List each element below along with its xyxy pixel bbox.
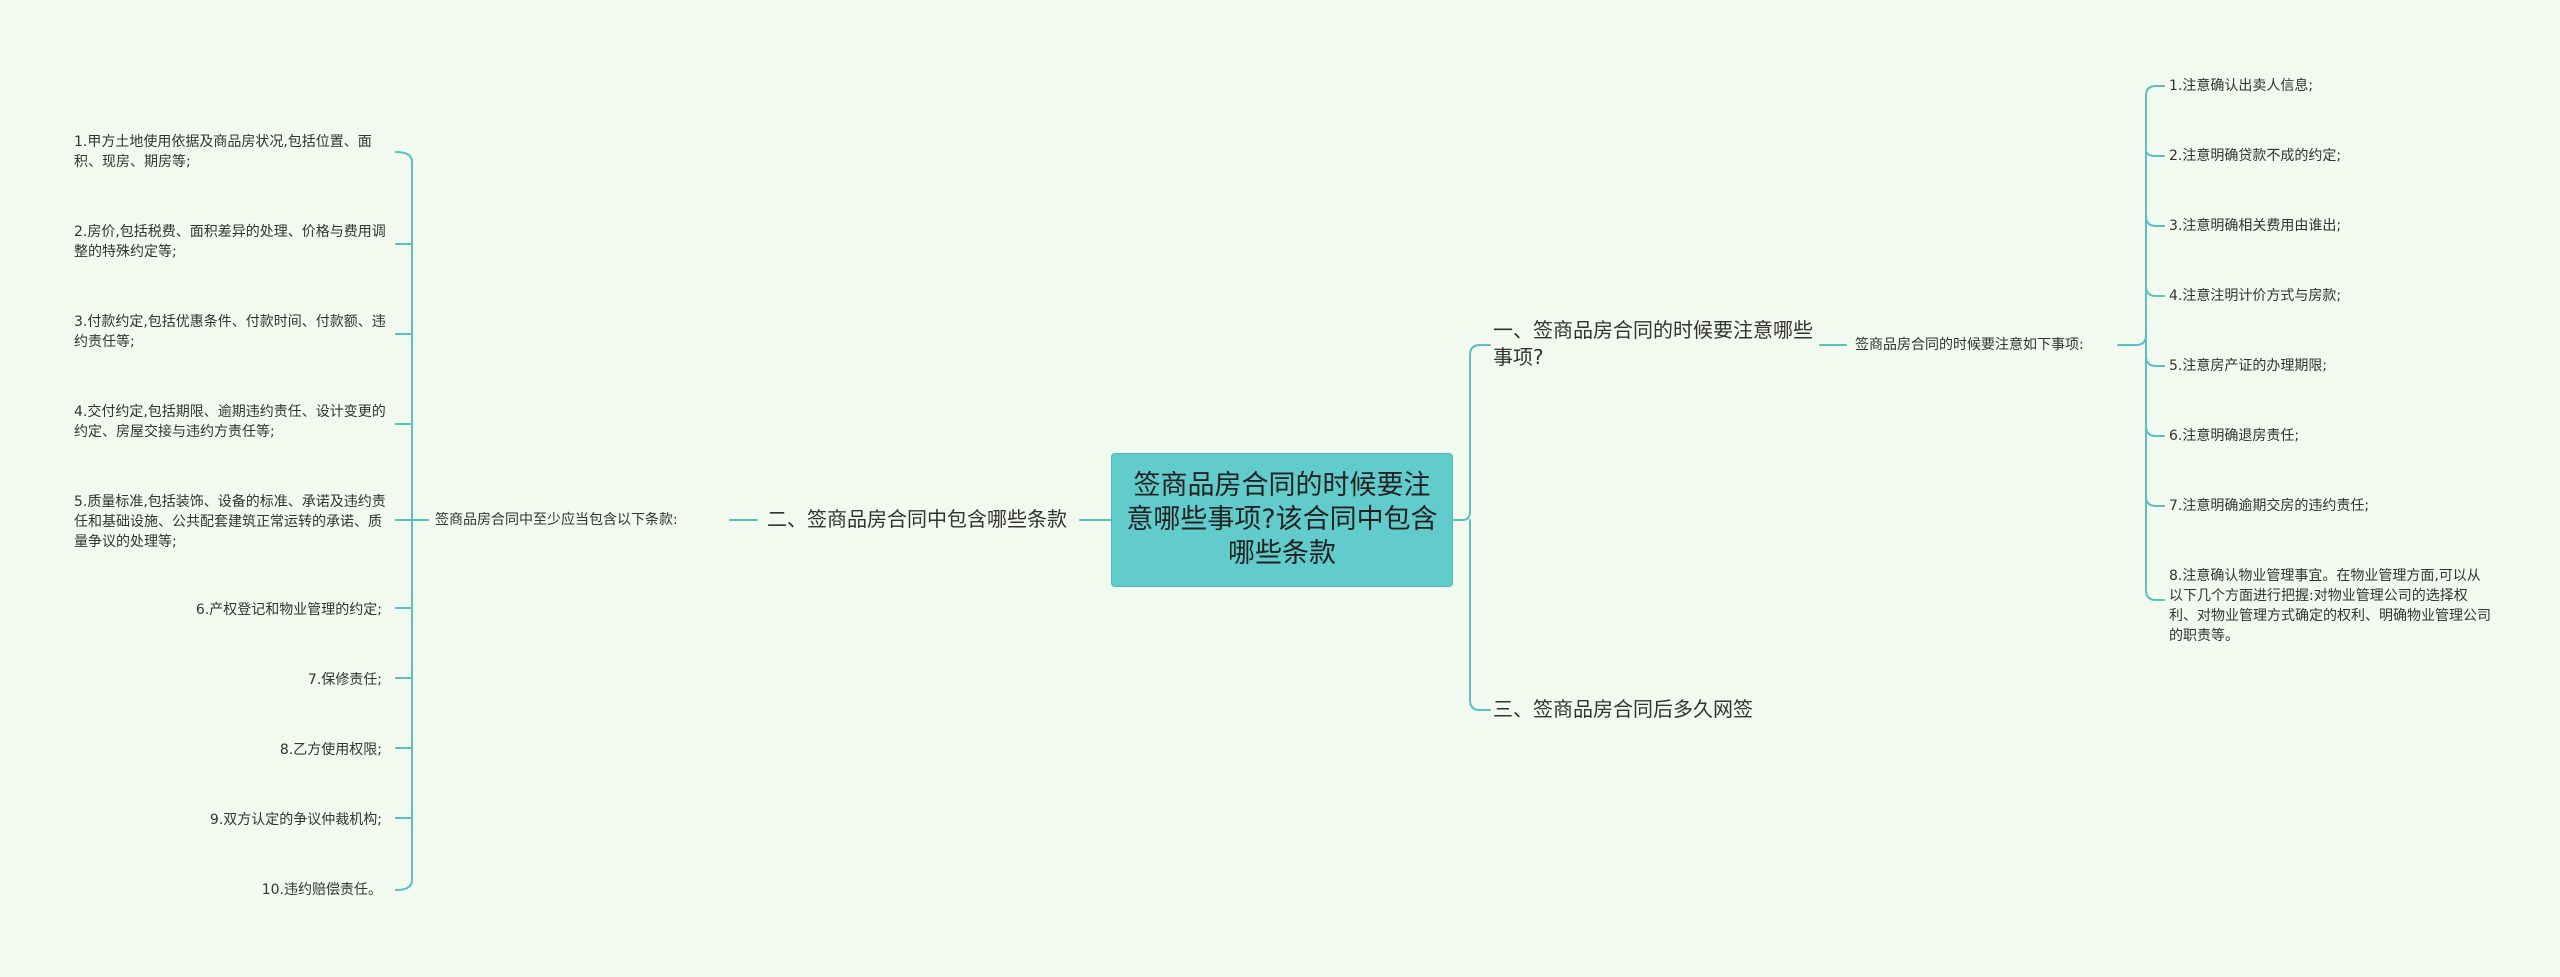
branch-3-topic[interactable]: 三、签商品房合同后多久网签 bbox=[1493, 696, 1753, 723]
right-leaf-1-label: 1.注意确认出卖人信息; bbox=[2169, 78, 2314, 94]
left-leaf-5-label: 5.质量标准,包括装饰、设备的标准、承诺及违约责任和基础设施、公共配套建筑正常运… bbox=[74, 494, 386, 550]
left-leaf-4[interactable]: 4.交付约定,包括期限、逾期违约责任、设计变更的约定、房屋交接与违约方责任等; bbox=[74, 402, 392, 442]
branch-1-label: 一、签商品房合同的时候要注意哪些事项? bbox=[1493, 318, 1813, 369]
right-leaf-8[interactable]: 8.注意确认物业管理事宜。在物业管理方面,可以从以下几个方面进行把握:对物业管理… bbox=[2169, 566, 2491, 646]
root-topic[interactable]: 签商品房合同的时候要注意哪些事项?该合同中包含哪些条款 bbox=[1111, 453, 1453, 587]
right-leaf-3[interactable]: 3.注意明确相关费用由谁出; bbox=[2169, 216, 2479, 236]
right-leaf-4[interactable]: 4.注意注明计价方式与房款; bbox=[2169, 286, 2479, 306]
branch-2-subtopic[interactable]: 签商品房合同中至少应当包含以下条款: bbox=[435, 510, 678, 530]
root-topic-label: 签商品房合同的时候要注意哪些事项?该合同中包含哪些条款 bbox=[1126, 470, 1438, 569]
left-leaf-6[interactable]: 6.产权登记和物业管理的约定; bbox=[74, 600, 382, 620]
right-leaf-6[interactable]: 6.注意明确退房责任; bbox=[2169, 426, 2479, 446]
left-leaf-1-label: 1.甲方土地使用依据及商品房状况,包括位置、面积、现房、期房等; bbox=[74, 134, 372, 170]
right-leaf-2-label: 2.注意明确贷款不成的约定; bbox=[2169, 148, 2342, 164]
branch-1-subtopic[interactable]: 签商品房合同的时候要注意如下事项: bbox=[1855, 335, 2084, 355]
branch-3-label: 三、签商品房合同后多久网签 bbox=[1493, 697, 1753, 721]
connector-sub1-bracket bbox=[2117, 85, 2165, 346]
branch-2-topic[interactable]: 二、签商品房合同中包含哪些条款 bbox=[767, 506, 1067, 533]
branch-2-sub-label: 签商品房合同中至少应当包含以下条款: bbox=[435, 512, 678, 528]
left-leaf-9[interactable]: 9.双方认定的争议仲裁机构; bbox=[74, 810, 382, 830]
right-leaf-1[interactable]: 1.注意确认出卖人信息; bbox=[2169, 76, 2479, 96]
left-leaf-10[interactable]: 10.违约赔偿责任。 bbox=[74, 880, 382, 900]
connector-root-branch3 bbox=[1469, 519, 1491, 711]
left-leaf-1[interactable]: 1.甲方土地使用依据及商品房状况,包括位置、面积、现房、期房等; bbox=[74, 132, 392, 172]
left-leaf-7[interactable]: 7.保修责任; bbox=[74, 670, 382, 690]
right-leaf-2[interactable]: 2.注意明确贷款不成的约定; bbox=[2169, 146, 2479, 166]
left-leaf-9-label: 9.双方认定的争议仲裁机构; bbox=[209, 812, 382, 828]
left-leaf-4-label: 4.交付约定,包括期限、逾期违约责任、设计变更的约定、房屋交接与违约方责任等; bbox=[74, 404, 386, 440]
left-leaf-3-label: 3.付款约定,包括优惠条件、付款时间、付款额、违约责任等; bbox=[74, 314, 386, 350]
right-leaf-3-label: 3.注意明确相关费用由谁出; bbox=[2169, 218, 2342, 234]
right-leaf-7[interactable]: 7.注意明确逾期交房的违约责任; bbox=[2169, 496, 2479, 516]
left-leaf-3[interactable]: 3.付款约定,包括优惠条件、付款时间、付款额、违约责任等; bbox=[74, 312, 392, 352]
left-leaf-6-label: 6.产权登记和物业管理的约定; bbox=[195, 602, 382, 618]
right-leaf-4-label: 4.注意注明计价方式与房款; bbox=[2169, 288, 2342, 304]
left-leaf-2-label: 2.房价,包括税费、面积差异的处理、价格与费用调整的特殊约定等; bbox=[74, 224, 386, 260]
branch-1-sub-label: 签商品房合同的时候要注意如下事项: bbox=[1855, 337, 2084, 353]
left-leaf-10-label: 10.违约赔偿责任。 bbox=[261, 882, 382, 898]
branch-2-label: 二、签商品房合同中包含哪些条款 bbox=[767, 507, 1067, 531]
right-leaf-6-label: 6.注意明确退房责任; bbox=[2169, 428, 2300, 444]
left-leaf-7-label: 7.保修责任; bbox=[307, 672, 382, 688]
right-leaf-5-label: 5.注意房产证的办理期限; bbox=[2169, 358, 2328, 374]
left-leaf-8-label: 8.乙方使用权限; bbox=[279, 742, 382, 758]
left-leaf-8[interactable]: 8.乙方使用权限; bbox=[74, 740, 382, 760]
right-leaf-7-label: 7.注意明确逾期交房的违约责任; bbox=[2169, 498, 2370, 514]
connector-root-right bbox=[1452, 344, 1491, 521]
right-leaf-5[interactable]: 5.注意房产证的办理期限; bbox=[2169, 356, 2479, 376]
left-leaf-5[interactable]: 5.质量标准,包括装饰、设备的标准、承诺及违约责任和基础设施、公共配套建筑正常运… bbox=[74, 492, 392, 552]
branch-1-topic[interactable]: 一、签商品房合同的时候要注意哪些事项? bbox=[1493, 317, 1813, 371]
left-leaf-2[interactable]: 2.房价,包括税费、面积差异的处理、价格与费用调整的特殊约定等; bbox=[74, 222, 392, 262]
right-leaf-8-label: 8.注意确认物业管理事宜。在物业管理方面,可以从以下几个方面进行把握:对物业管理… bbox=[2169, 568, 2491, 644]
